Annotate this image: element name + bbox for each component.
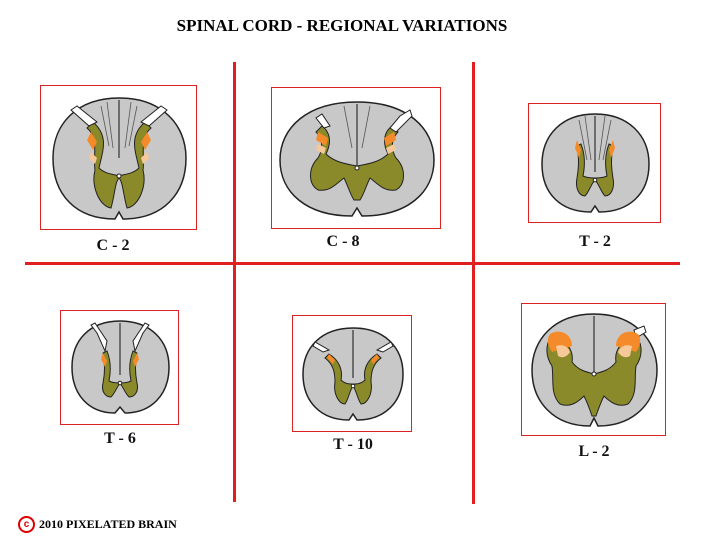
section-frame-l2: [521, 303, 666, 436]
divider-vertical-right: [472, 62, 475, 504]
section-label-c2: C - 2: [96, 237, 130, 254]
section-frame-t6: [60, 310, 179, 425]
copyright-text: 2010 PIXELATED BRAIN: [39, 517, 177, 531]
cord-section-t6-illustration: [71, 320, 170, 414]
section-label-c8: C - 8: [326, 233, 360, 250]
cord-section-c8-illustration: [279, 101, 435, 217]
divider-vertical-left: [233, 62, 236, 502]
section-label-t6: T - 6: [104, 430, 136, 447]
section-label-t10: T - 10: [333, 436, 373, 453]
copyright-notice: c 2010 PIXELATED BRAIN: [18, 516, 177, 533]
cord-section-t10-illustration: [302, 327, 404, 421]
section-frame-c2: [40, 85, 197, 230]
cord-section-c2-illustration: [52, 97, 187, 220]
section-label-l2: L - 2: [578, 443, 610, 460]
section-frame-c8: [271, 87, 441, 229]
cord-section-t2-illustration: [541, 113, 650, 213]
cord-section-l2-illustration: [531, 313, 658, 427]
divider-horizontal: [25, 262, 680, 265]
section-frame-t2: [528, 103, 661, 223]
section-label-t2: T - 2: [579, 233, 611, 250]
copyright-icon: c: [18, 516, 35, 533]
page-title: SPINAL CORD - REGIONAL VARIATIONS: [176, 16, 508, 35]
section-frame-t10: [292, 315, 412, 432]
